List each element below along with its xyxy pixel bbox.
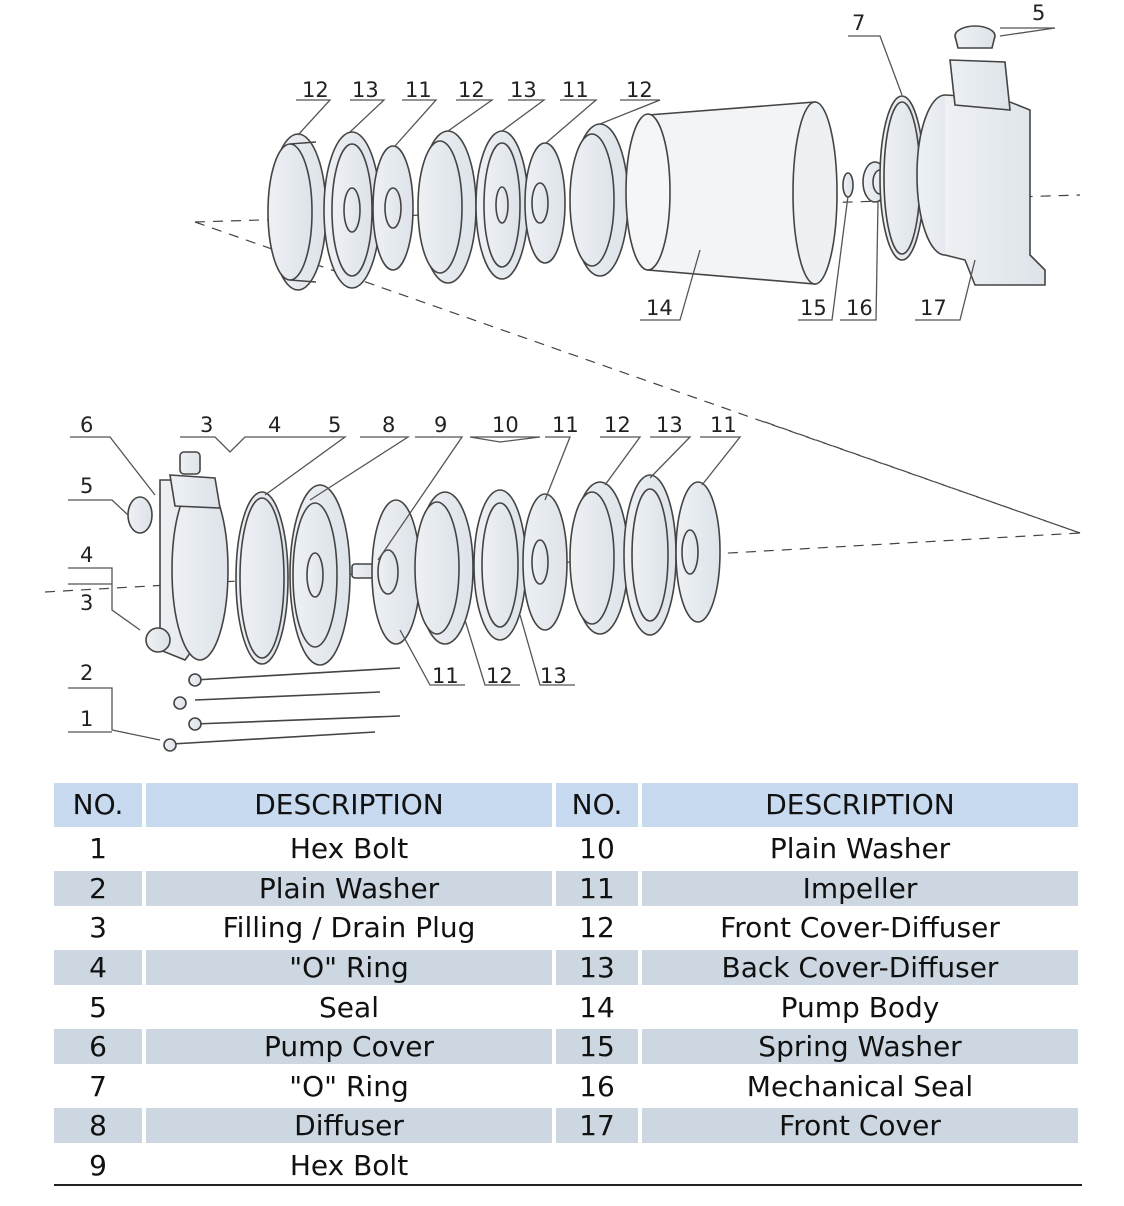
callout-label: 13 [510,78,537,102]
part-number: 10 [579,832,615,866]
callout-label: 11 [552,413,579,437]
part-number: 15 [556,1029,638,1065]
callout-label: 10 [492,413,519,437]
part-description: Front Cover [642,1108,1078,1144]
header-no: NO. [556,783,638,827]
part-description: Pump Cover [146,1029,552,1065]
callout-label: 12 [604,413,631,437]
callout-label: 11 [405,78,432,102]
part-description: Filling / Drain Plug [222,911,476,945]
table-row: 1 Hex Bolt 10 Plain Washer [54,829,1082,869]
part-number: 14 [579,990,615,1024]
part-description: Diffuser [146,1108,552,1144]
bottom-callout-labels: 6 3 4 5 8 9 10 11 12 13 11 5 4 3 2 1 11 … [80,413,737,731]
part-description: Front Cover-Diffuser [720,911,1000,945]
part-description [642,1148,1078,1183]
part-description: Plain Washer [769,832,951,866]
part-number: 6 [54,1029,142,1065]
part-number: 9 [89,1149,107,1183]
table-row: 4 "O" Ring 13 Back Cover-Diffuser [54,948,1082,988]
part-number: 3 [89,911,107,945]
callout-label: 15 [800,296,827,320]
part-description: Seal [319,990,379,1024]
callout-label: 13 [352,78,379,102]
part-description: "O" Ring [289,1069,409,1103]
callout-label: 13 [540,664,567,688]
callout-label: 12 [302,78,329,102]
callout-label: 5 [1032,1,1045,25]
part-description: Plain Washer [146,870,552,906]
part-number: 16 [579,1069,615,1103]
table-row: 3 Filling / Drain Plug 12 Front Cover-Di… [54,908,1082,948]
callout-label: 6 [80,413,93,437]
callout-label: 3 [200,413,213,437]
callout-label: 8 [382,413,395,437]
part-description: Spring Washer [642,1029,1078,1065]
part-number: 11 [556,870,638,906]
table-row: 7 "O" Ring 16 Mechanical Seal [54,1067,1082,1107]
table-row: 8 Diffuser 17 Front Cover [54,1106,1082,1146]
header-no: NO. [54,783,142,827]
part-description: "O" Ring [146,950,552,986]
callout-label: 16 [846,296,873,320]
callout-label: 17 [920,296,947,320]
part-number: 4 [54,950,142,986]
callout-label: 5 [80,474,93,498]
table-header-row: NO. DESCRIPTION NO. DESCRIPTION [54,781,1082,829]
table-row: 6 Pump Cover 15 Spring Washer [54,1027,1082,1067]
exploded-pump-diagram: 12 13 11 12 13 11 12 7 5 14 15 16 17 6 3… [44,1,1081,752]
callout-label: 7 [852,11,865,35]
part-number: 13 [556,950,638,986]
header-description: DESCRIPTION [146,783,552,827]
table-bottom-rule [54,1184,1082,1186]
callout-label: 13 [656,413,683,437]
part-description: Impeller [642,870,1078,906]
header-description: DESCRIPTION [642,783,1078,827]
callout-label: 2 [80,661,93,685]
part-number [556,1148,638,1183]
callout-label: 5 [328,413,341,437]
part-description: Hex Bolt [289,832,409,866]
table-row: 9 Hex Bolt [54,1146,1082,1186]
callout-label: 12 [458,78,485,102]
callout-label: 12 [626,78,653,102]
callout-label: 11 [432,664,459,688]
part-description: Pump Body [780,990,940,1024]
table-row: 2 Plain Washer 11 Impeller [54,869,1082,909]
callout-label: 1 [80,707,93,731]
part-number: 8 [54,1108,142,1144]
callout-label: 4 [268,413,281,437]
part-description: Back Cover-Diffuser [642,950,1078,986]
part-number: 17 [556,1108,638,1144]
callout-label: 3 [80,591,93,615]
callout-label: 14 [646,296,673,320]
callout-label: 12 [486,664,513,688]
callout-label: 11 [710,413,737,437]
part-description: Hex Bolt [289,1149,409,1183]
table-row: 5 Seal 14 Pump Body [54,987,1082,1027]
part-number: 5 [89,990,107,1024]
part-description: Mechanical Seal [746,1069,974,1103]
callout-label: 4 [80,543,93,567]
parts-table: NO. DESCRIPTION NO. DESCRIPTION 1 Hex Bo… [54,781,1082,1185]
callout-label: 11 [562,78,589,102]
part-number: 2 [54,870,142,906]
top-callout-labels: 12 13 11 12 13 11 12 7 5 14 15 16 17 [302,1,1045,320]
callout-label: 9 [434,413,447,437]
part-number: 7 [89,1069,107,1103]
part-number: 1 [89,832,107,866]
part-number: 12 [579,911,615,945]
